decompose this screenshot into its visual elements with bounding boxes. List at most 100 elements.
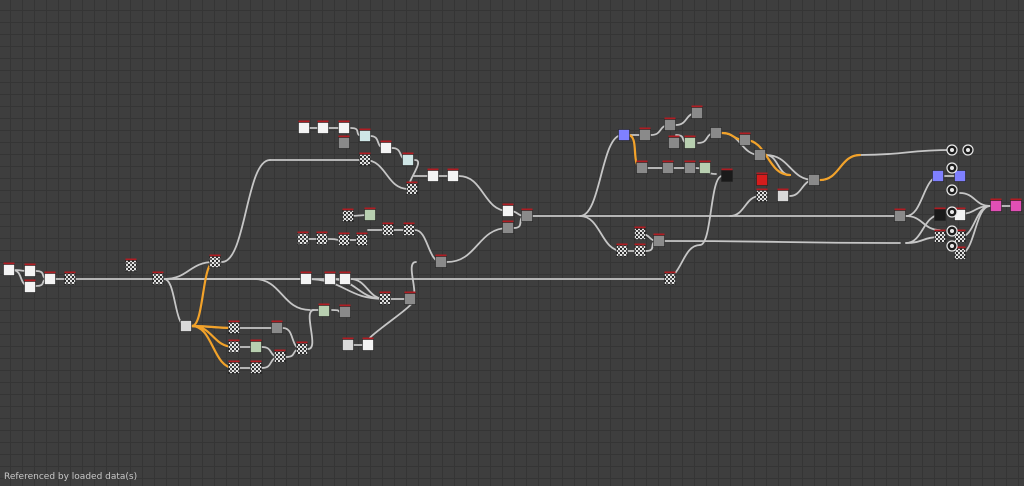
wire[interactable] xyxy=(364,159,409,190)
graph-node[interactable] xyxy=(934,229,946,243)
selected-wire[interactable] xyxy=(818,153,862,182)
graph-node[interactable] xyxy=(447,168,459,182)
wire[interactable] xyxy=(253,278,311,311)
graph-node[interactable] xyxy=(228,320,240,334)
graph-node[interactable] xyxy=(435,254,447,268)
graph-node[interactable] xyxy=(932,170,944,182)
graph-node[interactable] xyxy=(250,360,262,374)
graph-node[interactable] xyxy=(427,168,439,182)
graph-node[interactable] xyxy=(639,127,651,141)
graph-node[interactable] xyxy=(228,360,240,374)
graph-node[interactable] xyxy=(300,271,312,285)
graph-node[interactable] xyxy=(250,339,262,353)
graph-node[interactable] xyxy=(318,303,330,317)
graph-node[interactable] xyxy=(954,170,966,182)
graph-node[interactable] xyxy=(209,254,221,268)
graph-node[interactable] xyxy=(699,160,711,174)
selected-wire[interactable] xyxy=(743,138,792,177)
graph-node[interactable] xyxy=(316,231,328,245)
graph-node[interactable] xyxy=(739,132,751,146)
graph-node[interactable] xyxy=(338,232,350,246)
graph-node[interactable] xyxy=(634,243,646,257)
graph-node[interactable] xyxy=(934,207,946,221)
graph-node[interactable] xyxy=(502,220,514,234)
wire[interactable] xyxy=(458,175,509,212)
graph-node[interactable] xyxy=(756,188,768,202)
graph-node[interactable] xyxy=(402,152,414,166)
graph-node[interactable] xyxy=(3,262,15,276)
wire[interactable] xyxy=(859,149,953,156)
graph-node[interactable] xyxy=(324,271,336,285)
graph-node[interactable] xyxy=(359,128,371,142)
graph-node[interactable] xyxy=(24,279,36,293)
graph-output-pin[interactable] xyxy=(946,206,958,218)
graph-node[interactable] xyxy=(362,337,374,351)
graph-node[interactable] xyxy=(502,203,514,217)
graph-output-pin[interactable] xyxy=(946,240,958,252)
graph-node[interactable] xyxy=(380,140,392,154)
selected-wire[interactable] xyxy=(190,324,236,349)
graph-node[interactable] xyxy=(382,222,394,236)
graph-node[interactable] xyxy=(296,341,308,355)
graph-node[interactable] xyxy=(274,349,286,363)
wire[interactable] xyxy=(221,159,271,263)
graph-node[interactable] xyxy=(636,160,648,174)
graph-node[interactable] xyxy=(616,243,628,257)
graph-node[interactable] xyxy=(634,226,646,240)
graph-node[interactable] xyxy=(125,258,137,272)
graph-node[interactable] xyxy=(356,232,368,246)
graph-node[interactable] xyxy=(152,271,164,285)
graph-node[interactable] xyxy=(180,320,192,332)
selected-wire[interactable] xyxy=(190,260,216,328)
wire[interactable] xyxy=(729,195,761,217)
wire[interactable] xyxy=(329,278,386,300)
graph-node[interactable] xyxy=(668,135,680,149)
graph-node[interactable] xyxy=(653,233,665,247)
graph-node[interactable] xyxy=(664,117,676,131)
graph-node[interactable] xyxy=(404,291,416,305)
graph-output-pin[interactable] xyxy=(946,144,958,156)
wire[interactable] xyxy=(579,134,623,217)
graph-node[interactable] xyxy=(403,222,415,236)
graph-node[interactable] xyxy=(662,160,674,174)
graph-node[interactable] xyxy=(756,172,768,186)
graph-node[interactable] xyxy=(364,207,376,221)
graph-node[interactable] xyxy=(894,208,906,222)
wire[interactable] xyxy=(307,309,315,350)
graph-node[interactable] xyxy=(342,337,354,351)
wire[interactable] xyxy=(699,175,723,246)
graph-node[interactable] xyxy=(44,271,56,285)
graph-node[interactable] xyxy=(691,105,703,119)
graph-node[interactable] xyxy=(990,198,1002,212)
wire[interactable] xyxy=(664,240,901,244)
graph-node[interactable] xyxy=(954,229,966,243)
graph-node[interactable] xyxy=(521,208,533,222)
wire[interactable] xyxy=(765,154,815,181)
graph-node[interactable] xyxy=(1010,198,1022,212)
wire[interactable] xyxy=(959,192,991,207)
graph-output-pin[interactable] xyxy=(946,225,958,237)
graph-node[interactable] xyxy=(808,174,820,186)
graph-output-pin[interactable] xyxy=(962,144,974,156)
graph-node[interactable] xyxy=(228,339,240,353)
graph-node[interactable] xyxy=(271,320,283,334)
graph-node[interactable] xyxy=(777,188,789,202)
graph-node[interactable] xyxy=(338,135,350,149)
graph-node[interactable] xyxy=(664,271,676,285)
graph-node[interactable] xyxy=(618,129,630,141)
graph-node[interactable] xyxy=(954,246,966,260)
graph-node[interactable] xyxy=(297,231,309,245)
graph-node[interactable] xyxy=(721,168,733,182)
wire[interactable] xyxy=(446,227,509,263)
graph-node[interactable] xyxy=(710,127,722,139)
graph-node[interactable] xyxy=(338,120,350,134)
graph-node[interactable] xyxy=(24,263,36,277)
graph-node[interactable] xyxy=(339,304,351,318)
wire[interactable] xyxy=(579,215,623,252)
graph-node[interactable] xyxy=(379,291,391,305)
wire[interactable] xyxy=(163,278,187,327)
wire[interactable] xyxy=(366,298,414,345)
graph-output-pin[interactable] xyxy=(946,162,958,174)
